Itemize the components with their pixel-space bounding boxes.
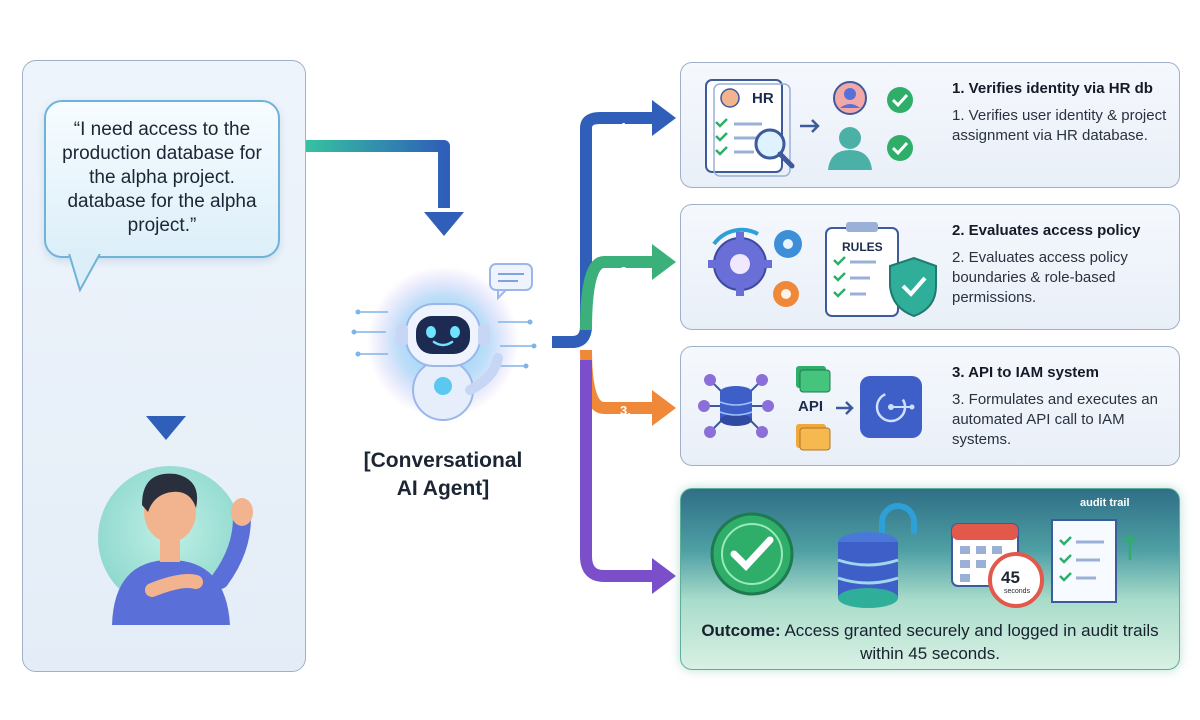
arrow-bubble-to-user-head [146,416,186,440]
outcome-description: Access granted securely and logged in au… [780,621,1159,663]
step-1-description: 1. Verifies user identity & project assi… [952,107,1167,144]
hr-verification-icon [705,79,913,177]
arrow-outcome [580,360,652,582]
robot-agent-icon [351,263,537,421]
audit-trail-label: audit trail [1080,497,1130,509]
policy-rules-icon [708,222,937,318]
arrow-step-1 [552,112,652,348]
step-1-title: 1. Verifies identity via HR db [952,80,1153,97]
agent-label-line1: [Conversational [363,449,523,472]
speech-bubble [44,100,280,258]
request-quote: “I need access to the production databas… [62,119,262,236]
step-2-description: 2. Evaluates access policy boundaries & … [952,249,1128,306]
api-icon-label: API [798,398,824,415]
rules-icon-label: RULES [842,240,883,254]
arrow-request-to-agent-head [424,212,464,236]
user-person-icon [98,466,253,625]
arrow-step-2 [580,256,652,331]
step-3-description: 3. Formulates and executes an automated … [952,391,1158,448]
outcome-text: Outcome: Access granted securely and log… [700,619,1160,665]
hr-icon-label: HR [752,90,774,107]
step-3-number: 3. [620,403,631,418]
agent-label-line2: AI Agent] [396,477,490,500]
speech-bubble-tail [66,250,104,293]
outcome-icons [710,503,1137,608]
arrow-step-3 [580,349,652,414]
agent-label: [Conversational AI Agent] [348,447,538,503]
api-iam-icon [698,366,922,451]
step-2-number: 2. [620,264,631,279]
timer-unit: seconds [1004,588,1031,595]
arrow-step-2-head [652,244,676,280]
step-1-number: 1. [620,120,631,135]
arrow-step-3-head [652,390,676,426]
step-2-title: 2. Evaluates access policy [952,222,1141,239]
arrow-request-to-agent [306,140,450,208]
arrow-step-1-head [652,100,676,136]
outcome-label: Outcome: [701,621,781,640]
timer-value: 45 [1001,568,1020,587]
arrow-outcome-head [652,558,676,594]
step-3-title: 3. API to IAM system [952,364,1099,381]
